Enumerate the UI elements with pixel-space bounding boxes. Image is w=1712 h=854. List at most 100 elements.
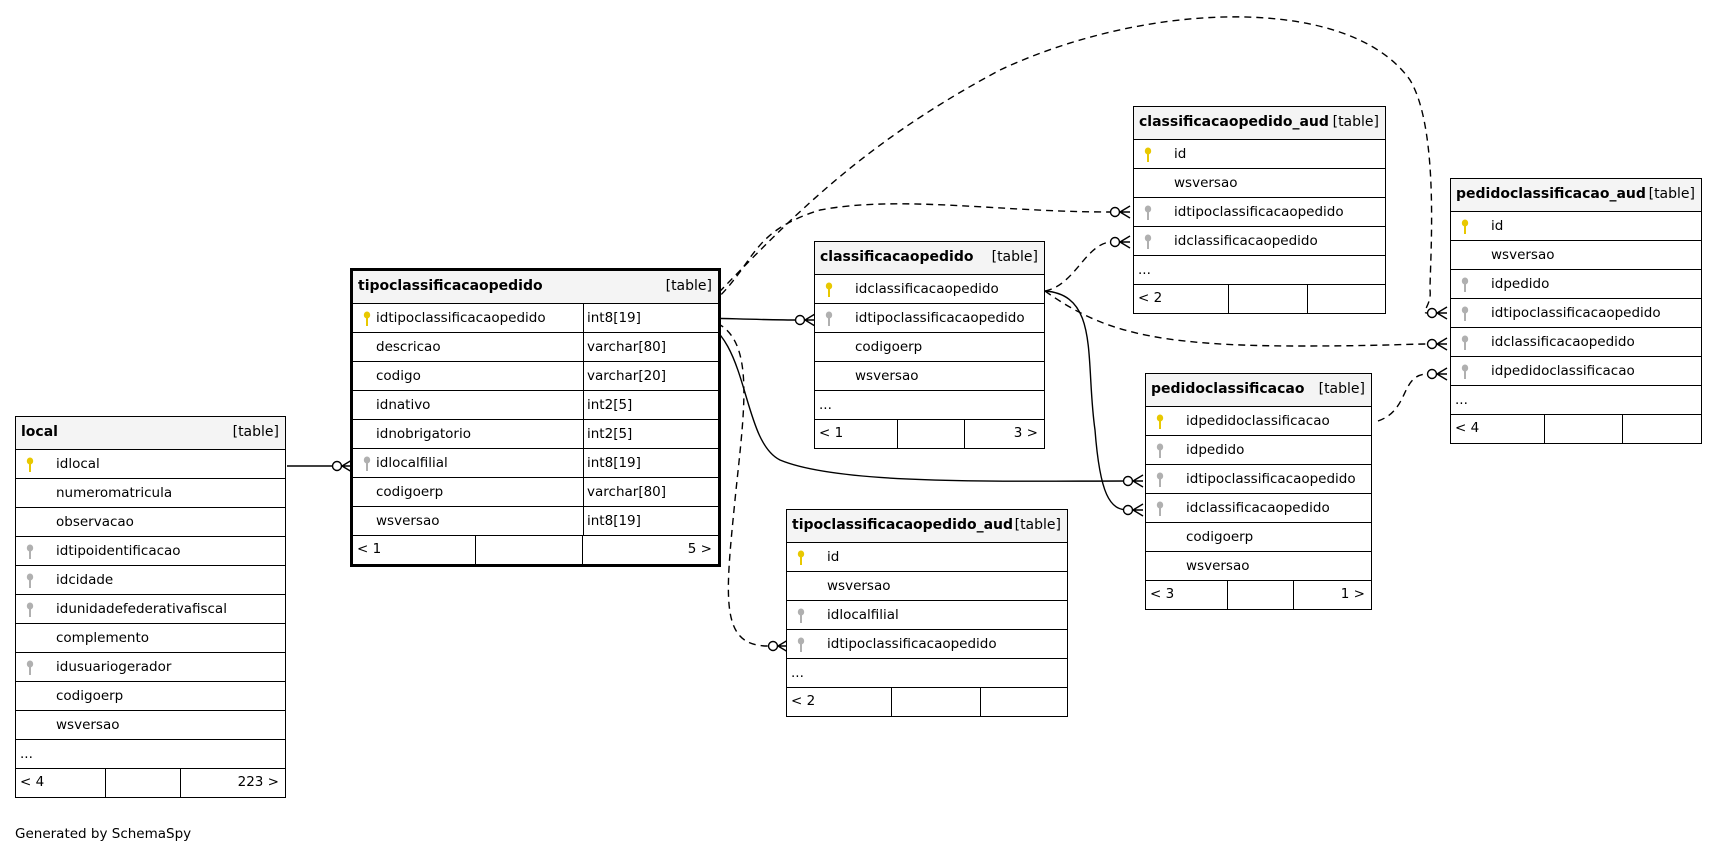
children-count[interactable]: 3 >	[1013, 425, 1038, 441]
column-row[interactable]: idtipoclassificacaopedido	[1146, 465, 1371, 494]
column-row[interactable]: id	[1451, 212, 1701, 241]
column-row[interactable]: observacao	[16, 508, 285, 537]
column-name: wsversao	[1491, 247, 1555, 263]
children-count[interactable]: 1 >	[1340, 586, 1365, 602]
more-columns-row[interactable]: ...	[1451, 386, 1701, 415]
parents-count[interactable]: < 1	[819, 425, 844, 441]
column-name: ...	[1138, 262, 1151, 278]
table-classificacaopedido[interactable]: classificacaopedido[table]idclassificaca…	[814, 241, 1045, 449]
parents-count[interactable]: < 4	[1455, 420, 1480, 436]
parents-count[interactable]: < 4	[20, 774, 45, 790]
footer-cell	[1307, 285, 1385, 313]
column-row[interactable]: idtipoclassificacaopedido	[787, 630, 1067, 659]
column-row[interactable]: complemento	[16, 624, 285, 653]
children-count[interactable]: 5 >	[687, 541, 712, 557]
more-columns-row[interactable]: ...	[815, 391, 1044, 420]
footer-cell: < 4	[16, 769, 105, 797]
column-row[interactable]: idclassificacaopedido	[1451, 328, 1701, 357]
column-row[interactable]: idtipoclassificacaopedido	[815, 304, 1044, 333]
table-header: pedidoclassificacao_aud[table]	[1451, 179, 1701, 212]
column-name: wsversao	[56, 717, 120, 733]
column-name: ...	[20, 746, 33, 762]
column-row[interactable]: wsversao	[1146, 552, 1371, 581]
foreign-key-icon	[1144, 205, 1152, 220]
column-name: idlocalfilial	[376, 455, 448, 471]
column-name: codigoerp	[56, 688, 124, 704]
column-row[interactable]: idusuariogerador	[16, 653, 285, 682]
more-columns-row[interactable]: ...	[16, 740, 285, 769]
column-row[interactable]: idtipoclassificacaopedido	[1451, 299, 1701, 328]
column-name: idlocalfilial	[827, 607, 899, 623]
table-kind-label: [table]	[1648, 186, 1695, 202]
foreign-key-icon	[825, 311, 833, 326]
footer-cell	[897, 420, 965, 448]
column-row[interactable]: idpedidoclassificacao	[1146, 407, 1371, 436]
relation-tipo-classaud	[693, 203, 1111, 319]
table-footer: < 1 3 >	[815, 420, 1044, 448]
column-row[interactable]: wsversao	[787, 572, 1067, 601]
column-row[interactable]: idclassificacaopedido	[1146, 494, 1371, 523]
column-row[interactable]: idpedido	[1146, 436, 1371, 465]
more-columns-row[interactable]: ...	[787, 659, 1067, 688]
column-name: codigoerp	[855, 339, 923, 355]
column-row[interactable]: wsversao	[16, 711, 285, 740]
primary-key-icon	[825, 282, 833, 297]
column-row[interactable]: idcidade	[16, 566, 285, 595]
parents-count[interactable]: < 1	[357, 541, 382, 557]
column-name: idclassificacaopedido	[855, 281, 999, 297]
column-row[interactable]: id	[1134, 140, 1385, 169]
more-columns-row[interactable]: ...	[1134, 256, 1385, 285]
column-row[interactable]: codigoerp	[16, 682, 285, 711]
column-row[interactable]: idclassificacaopedido	[815, 275, 1044, 304]
table-footer: < 2	[787, 688, 1067, 716]
column-row[interactable]: idlocalfilial	[787, 601, 1067, 630]
column-row[interactable]: codigoerp	[815, 333, 1044, 362]
column-type: varchar[80]	[583, 478, 666, 506]
parents-count[interactable]: < 3	[1150, 586, 1175, 602]
table-tipoclassificacaopedido[interactable]: tipoclassificacaopedido[table]idtipoclas…	[350, 268, 721, 567]
column-row[interactable]: idpedidoclassificacao	[1451, 357, 1701, 386]
primary-key-icon	[797, 550, 805, 565]
column-row[interactable]: idtipoclassificacaopedido	[1134, 198, 1385, 227]
table-pedidoclassificacao[interactable]: pedidoclassificacao[table]idpedidoclassi…	[1145, 373, 1372, 610]
table-name: local	[21, 424, 58, 440]
column-row[interactable]: wsversao	[1134, 169, 1385, 198]
parents-count[interactable]: < 2	[1138, 290, 1163, 306]
column-type: int2[5]	[583, 420, 632, 448]
column-row[interactable]: wsversao	[1451, 241, 1701, 270]
relation-tipo-pedidoclassificacao	[693, 317, 1129, 482]
column-row[interactable]: codigoerp	[1146, 523, 1371, 552]
column-row[interactable]: idclassificacaopedido	[1134, 227, 1385, 256]
column-name: numeromatricula	[56, 485, 173, 501]
column-row[interactable]: idlocal	[16, 450, 285, 479]
footer-cell	[1228, 285, 1308, 313]
column-row[interactable]: numeromatricula	[16, 479, 285, 508]
table-header: tipoclassificacaopedido_aud[table]	[787, 510, 1067, 543]
table-kind-label: [table]	[1318, 381, 1365, 397]
children-count[interactable]: 223 >	[237, 774, 279, 790]
column-name: idtipoclassificacaopedido	[1174, 204, 1344, 220]
column-row[interactable]: id	[787, 543, 1067, 572]
table-pedidoclassificacao-aud[interactable]: pedidoclassificacao_aud[table]id wsversao…	[1450, 178, 1702, 444]
column-row[interactable]: wsversao	[815, 362, 1044, 391]
parents-count[interactable]: < 2	[791, 693, 816, 709]
column-row[interactable]: idunidadefederativafiscal	[16, 595, 285, 624]
footer-cell: < 1	[815, 420, 897, 448]
column-name: idunidadefederativafiscal	[56, 601, 227, 617]
column-name: idtipoclassificacaopedido	[1186, 471, 1356, 487]
footer-cell	[1227, 581, 1294, 609]
column-row[interactable]: idtipoidentificacao	[16, 537, 285, 566]
column-row[interactable]: idpedido	[1451, 270, 1701, 299]
